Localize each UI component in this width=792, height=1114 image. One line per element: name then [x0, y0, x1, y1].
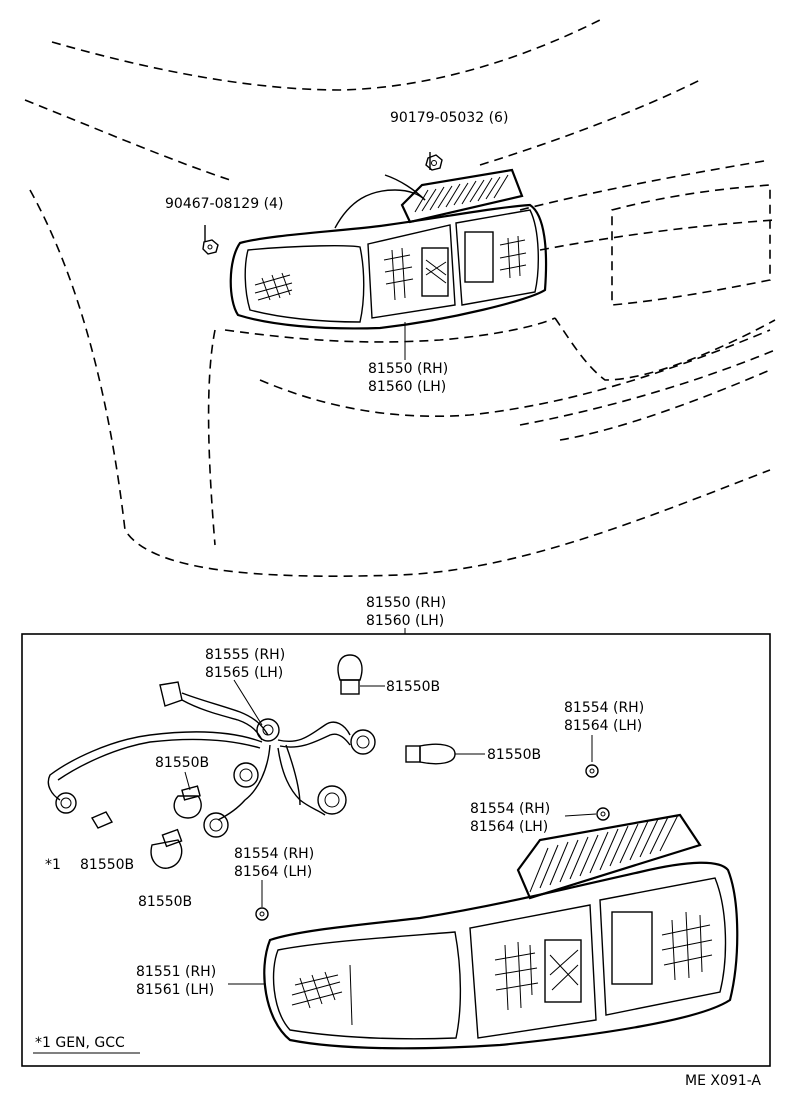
box-title-rh: 81550 (RH): [366, 595, 446, 611]
nut-icon: [425, 152, 443, 171]
gasket-part-label-a-rh: 81554 (RH): [564, 700, 644, 716]
vehicle-body-outline: [24, 19, 776, 577]
bulb-part-label-d: 81550B: [138, 894, 192, 910]
gasket-icon: [585, 764, 599, 778]
lens-part-label-lh: 81561 (LH): [136, 982, 214, 998]
socket-part-label-rh: 81555 (RH): [205, 647, 285, 663]
bulb-icon: [150, 828, 183, 869]
top-lamp-assembly: [229, 168, 548, 360]
bulb-part-label-c: 81550B: [155, 755, 209, 771]
diagram-code: ME X091-A: [685, 1073, 761, 1089]
bulb-part-label-a: 81550B: [386, 679, 440, 695]
gasket-icon: [255, 907, 269, 921]
gasket-part-label-b-lh: 81564 (LH): [470, 819, 548, 835]
nut-part-label: 90179-05032 (6): [390, 110, 508, 126]
bulb-part-label-e: 81550B: [80, 857, 134, 873]
box-title-lh: 81560 (LH): [366, 613, 444, 629]
lens-part-label-rh: 81551 (RH): [136, 964, 216, 980]
gasket-part-label-a-lh: 81564 (LH): [564, 718, 642, 734]
bulb-icon: [173, 785, 202, 819]
wiring-harness: [47, 681, 376, 838]
parts-box: [21, 633, 771, 1067]
footnote-text: *1 GEN, GCC: [35, 1035, 125, 1051]
bulb-icon: [337, 654, 385, 695]
lamp-part-label-rh: 81550 (RH): [368, 361, 448, 377]
gasket-part-label-b-rh: 81554 (RH): [470, 801, 550, 817]
bulb-part-label-b: 81550B: [487, 747, 541, 763]
screw-part-label: 90467-08129 (4): [165, 196, 283, 212]
gasket-part-label-c-lh: 81564 (LH): [234, 864, 312, 880]
screw-icon: [202, 225, 219, 255]
gasket-icon: [596, 807, 610, 821]
bulb-icon: [405, 743, 485, 765]
wedge-bulb-icon: [90, 811, 114, 829]
lens-assembly: [263, 813, 739, 1050]
bulb-option-mark: *1: [45, 857, 61, 873]
lamp-part-label-lh: 81560 (LH): [368, 379, 446, 395]
socket-part-label-lh: 81565 (LH): [205, 665, 283, 681]
gasket-part-label-c-rh: 81554 (RH): [234, 846, 314, 862]
